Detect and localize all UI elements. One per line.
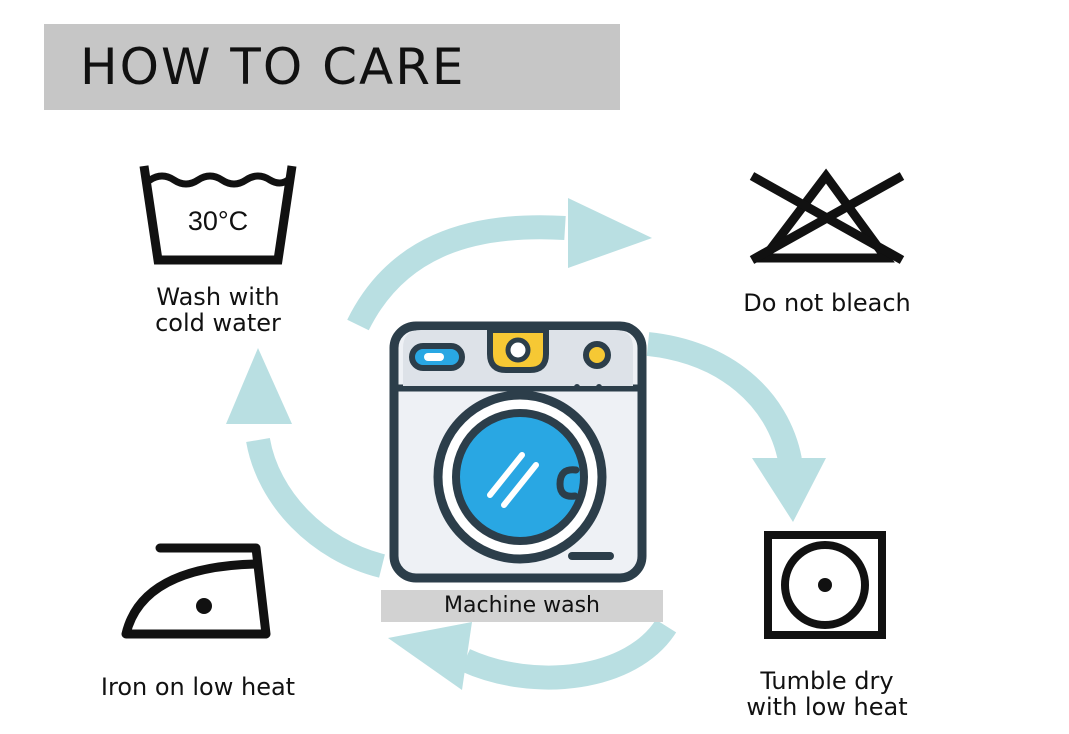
arrow-bottom-icon bbox=[388, 619, 677, 690]
iron-low-heat-icon bbox=[121, 543, 271, 639]
wash-tub-icon bbox=[139, 165, 297, 265]
bleach-label: Do not bleach bbox=[722, 290, 932, 316]
wash-label-line2: cold water bbox=[155, 309, 281, 337]
wash-label: Wash with cold water bbox=[118, 284, 318, 336]
tumble-label: Tumble dry with low heat bbox=[722, 668, 932, 720]
arrow-top-icon bbox=[347, 198, 652, 331]
wash-label-line1: Wash with bbox=[156, 283, 280, 311]
tumble-dry-low-icon bbox=[764, 531, 886, 639]
temperature-badge: 30°C bbox=[188, 206, 248, 236]
page-title: HOW TO CARE bbox=[80, 38, 466, 96]
do-not-bleach-icon bbox=[749, 168, 905, 264]
washing-machine-icon bbox=[389, 321, 647, 583]
cycle-arrows bbox=[226, 198, 826, 690]
title-banner: HOW TO CARE bbox=[44, 24, 620, 110]
arrow-left-icon bbox=[226, 348, 386, 578]
machine-wash-banner: Machine wash bbox=[381, 590, 663, 622]
iron-label-line1: Iron on low heat bbox=[100, 673, 296, 701]
arrow-right-icon bbox=[646, 332, 826, 522]
iron-label: Iron on low heat bbox=[70, 674, 326, 700]
tumble-label-line1: Tumble dry bbox=[760, 667, 894, 695]
bleach-label-line1: Do not bleach bbox=[743, 289, 911, 317]
machine-wash-label: Machine wash bbox=[444, 593, 600, 618]
tumble-label-line2: with low heat bbox=[746, 693, 908, 721]
